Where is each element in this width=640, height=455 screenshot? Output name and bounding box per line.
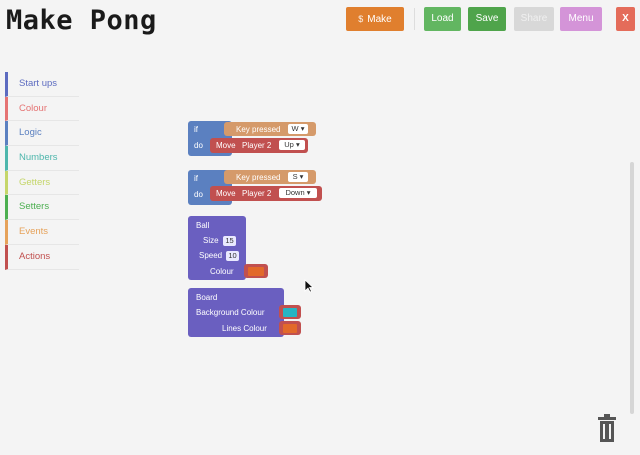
category-label: Actions — [19, 250, 51, 262]
category-events[interactable]: Events — [5, 220, 79, 245]
direction-dropdown[interactable]: Up ▾ — [279, 140, 305, 150]
move-label: Move — [216, 141, 236, 150]
colour-picker-block[interactable] — [279, 321, 301, 335]
colour-picker-block[interactable] — [279, 305, 301, 319]
direction-value: Down — [285, 188, 305, 197]
category-numbers[interactable]: Numbers — [5, 146, 79, 171]
key-pressed-label: Key pressed — [236, 173, 281, 182]
move-target: Player 2 — [242, 141, 272, 150]
load-button[interactable]: Load — [424, 7, 461, 31]
do-label: do — [194, 190, 203, 199]
do-label: do — [194, 141, 203, 150]
colour-label: Colour — [210, 267, 234, 276]
key-pressed-label: Key pressed — [236, 125, 281, 134]
make-label: Make — [367, 14, 392, 25]
ball-block[interactable]: Ball Size 15 Speed 10 Colour — [188, 216, 246, 280]
key-pressed-block[interactable]: Key pressed S ▾ — [224, 170, 316, 184]
move-label: Move — [216, 189, 236, 198]
category-logic[interactable]: Logic — [5, 121, 79, 147]
lines-colour-label: Lines Colour — [222, 324, 267, 333]
size-input[interactable]: 15 — [223, 236, 236, 246]
move-target: Player 2 — [242, 189, 272, 198]
speed-label: Speed — [199, 251, 223, 260]
category-getters[interactable]: Getters — [5, 170, 79, 196]
key-value: W — [291, 124, 299, 133]
if-label: if — [194, 125, 198, 134]
key-pressed-block[interactable]: Key pressed W ▾ — [224, 122, 316, 136]
make-button[interactable]: $Make — [346, 7, 404, 31]
trash-icon[interactable] — [597, 413, 617, 443]
key-dropdown[interactable]: S ▾ — [288, 172, 308, 182]
direction-value: Up — [284, 140, 294, 149]
share-button[interactable]: Share — [514, 7, 554, 31]
workspace-scrollbar[interactable] — [630, 162, 634, 414]
lines-colour-swatch[interactable] — [283, 324, 297, 333]
ball-colour-swatch[interactable] — [248, 267, 264, 276]
category-sidebar: Start ups Colour Logic Numbers Getters S… — [5, 72, 79, 270]
category-actions[interactable]: Actions — [5, 244, 79, 270]
board-block[interactable]: Board Background Colour Lines Colour — [188, 288, 284, 337]
close-button[interactable]: X — [616, 7, 635, 31]
category-start-ups[interactable]: Start ups — [5, 72, 79, 97]
background-colour-label: Background Colour — [196, 308, 265, 317]
size-label: Size — [203, 236, 219, 245]
category-label: Numbers — [19, 152, 58, 164]
menu-button[interactable]: Menu — [560, 7, 602, 31]
category-label: Setters — [19, 201, 50, 213]
app-title: Make Pong — [6, 5, 157, 36]
category-label: Colour — [19, 102, 47, 114]
category-label: Getters — [19, 176, 51, 188]
background-colour-swatch[interactable] — [283, 308, 297, 317]
move-block[interactable]: Move Player 2 Up ▾ — [210, 138, 308, 153]
key-dropdown[interactable]: W ▾ — [288, 124, 308, 134]
speed-input[interactable]: 10 — [226, 251, 239, 261]
category-colour[interactable]: Colour — [5, 96, 79, 122]
category-label: Start ups — [19, 78, 58, 89]
colour-picker-block[interactable] — [244, 264, 268, 278]
direction-dropdown[interactable]: Down ▾ — [279, 188, 317, 198]
cursor-icon — [304, 279, 314, 293]
make-icon: $ — [358, 14, 364, 24]
toolbar-divider — [414, 8, 415, 30]
key-value: S — [292, 172, 298, 181]
category-setters[interactable]: Setters — [5, 195, 79, 221]
category-label: Events — [19, 226, 49, 238]
ball-title: Ball — [196, 221, 210, 230]
if-label: if — [194, 174, 198, 183]
board-title: Board — [196, 293, 218, 302]
move-block[interactable]: Move Player 2 Down ▾ — [210, 186, 322, 201]
category-label: Logic — [19, 127, 42, 139]
save-button[interactable]: Save — [468, 7, 506, 31]
